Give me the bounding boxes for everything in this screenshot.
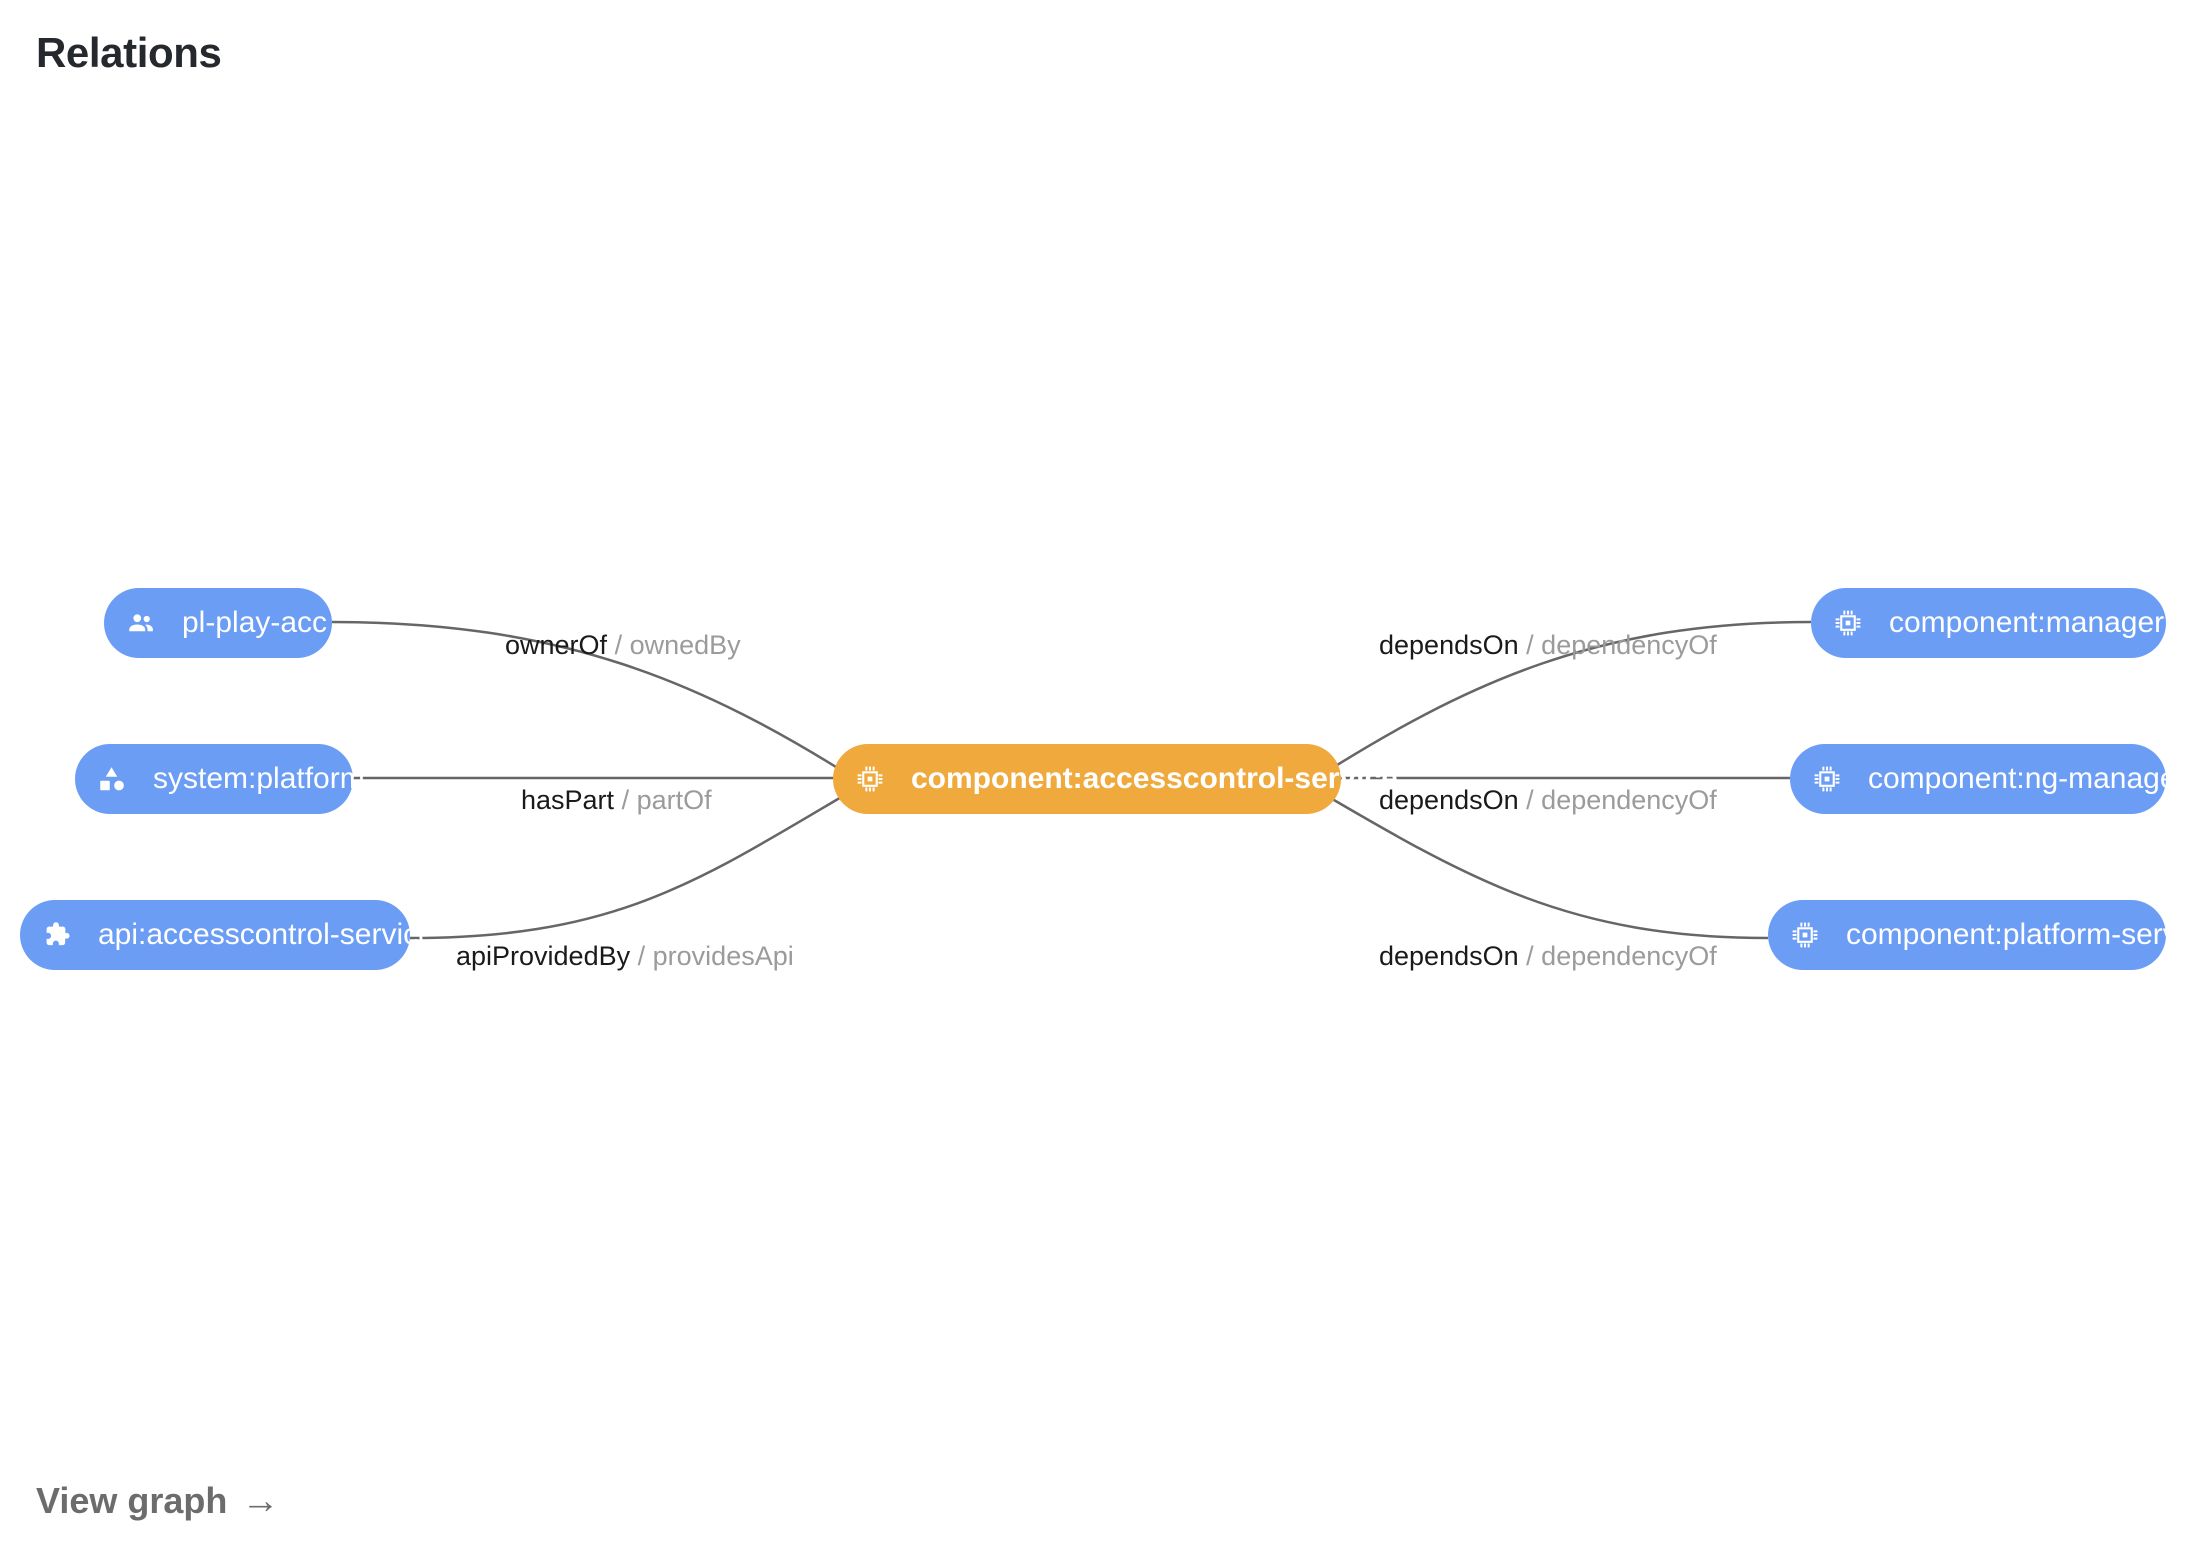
memory-chip-icon bbox=[1812, 764, 1842, 794]
relation-reverse: ownedBy bbox=[629, 630, 741, 660]
relation-forward: apiProvidedBy bbox=[456, 941, 631, 971]
relation-forward: dependsOn bbox=[1379, 785, 1519, 815]
memory-chip-icon bbox=[1790, 920, 1820, 950]
memory-chip-icon bbox=[855, 764, 885, 794]
graph-node-api-accesscontrol-service[interactable]: api:accesscontrol-service bbox=[20, 900, 435, 970]
memory-chip-icon bbox=[1833, 608, 1863, 638]
category-shapes-icon bbox=[97, 764, 127, 794]
graph-node-label: api:accesscontrol-service bbox=[98, 918, 435, 951]
relation-label-ownerof: ownerOf / ownedBy bbox=[505, 632, 741, 659]
relation-forward: hasPart bbox=[521, 785, 615, 815]
relation-forward: dependsOn bbox=[1379, 941, 1519, 971]
edge-path bbox=[1309, 620, 1812, 784]
relation-reverse: dependencyOf bbox=[1541, 630, 1717, 660]
relation-separator: / bbox=[614, 630, 623, 660]
relation-label-dependson-ng-manager: dependsOn / dependencyOf bbox=[1379, 787, 1717, 814]
graph-node-label: system:platform bbox=[153, 762, 365, 795]
graph-node-label: component:platform-service bbox=[1846, 918, 2206, 951]
relation-reverse: dependencyOf bbox=[1541, 941, 1717, 971]
puzzle-extension-icon bbox=[42, 920, 72, 950]
edge-path bbox=[409, 784, 861, 940]
relation-separator: / bbox=[1526, 630, 1534, 660]
view-graph-link[interactable]: View graph → bbox=[36, 1480, 279, 1522]
page-title: Relations bbox=[36, 29, 222, 76]
relation-reverse: dependencyOf bbox=[1541, 785, 1717, 815]
graph-node-component-manager[interactable]: component:manager bbox=[1811, 588, 2166, 658]
relation-reverse: partOf bbox=[636, 785, 712, 815]
graph-node-component-accesscontrol-service[interactable]: component:accesscontrol-service bbox=[833, 744, 1398, 814]
relation-forward: ownerOf bbox=[505, 630, 608, 660]
edge-path bbox=[331, 620, 861, 784]
view-graph-label: View graph bbox=[36, 1480, 228, 1521]
graph-node-component-ng-manager[interactable]: component:ng-manager bbox=[1790, 744, 2187, 814]
edge-path bbox=[1309, 784, 1769, 940]
arrow-right-icon: → bbox=[241, 1480, 280, 1522]
graph-node-pl-play-acc[interactable]: pl-play-acc bbox=[104, 588, 332, 658]
relation-label-haspart: hasPart / partOf bbox=[521, 787, 712, 814]
relation-separator: / bbox=[1526, 941, 1534, 971]
relation-label-dependson-platform-service: dependsOn / dependencyOf bbox=[1379, 943, 1717, 970]
graph-node-label: component:manager bbox=[1889, 606, 2165, 639]
graph-node-label: component:accesscontrol-service bbox=[911, 762, 1398, 795]
graph-node-label: component:ng-manager bbox=[1868, 762, 2187, 795]
relation-reverse: providesApi bbox=[652, 941, 794, 971]
graph-node-system-platform[interactable]: system:platform bbox=[75, 744, 365, 814]
relation-separator: / bbox=[621, 785, 630, 815]
relation-label-apiprovidedby: apiProvidedBy / providesApi bbox=[456, 943, 794, 970]
group-people-icon bbox=[126, 608, 156, 638]
relation-separator: / bbox=[637, 941, 646, 971]
relation-label-dependson-manager: dependsOn / dependencyOf bbox=[1379, 632, 1717, 659]
graph-node-component-platform-service[interactable]: component:platform-service bbox=[1768, 900, 2206, 970]
relation-separator: / bbox=[1526, 785, 1534, 815]
graph-node-label: pl-play-acc bbox=[182, 606, 328, 639]
relation-forward: dependsOn bbox=[1379, 630, 1519, 660]
